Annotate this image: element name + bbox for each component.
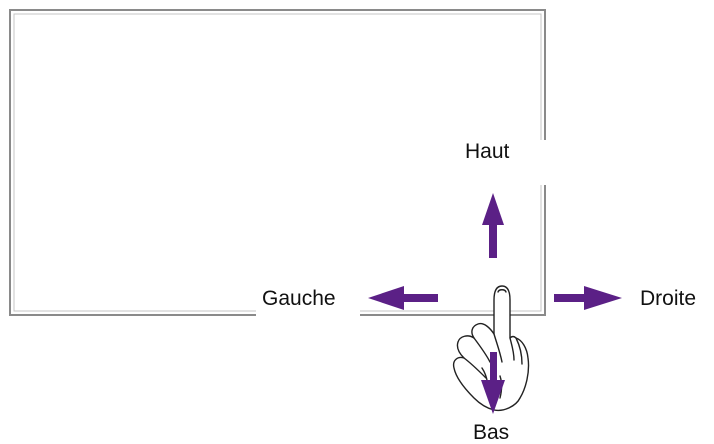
arrow-right-icon bbox=[554, 286, 622, 310]
arrow-up-icon bbox=[482, 193, 504, 258]
display-frame bbox=[9, 9, 546, 316]
label-right: Droite bbox=[636, 286, 701, 311]
arrow-left-icon bbox=[368, 286, 438, 310]
arrow-down-icon bbox=[481, 352, 505, 414]
label-up: Haut bbox=[461, 139, 514, 164]
label-left: Gauche bbox=[258, 286, 340, 311]
label-down: Bas bbox=[473, 421, 510, 444]
